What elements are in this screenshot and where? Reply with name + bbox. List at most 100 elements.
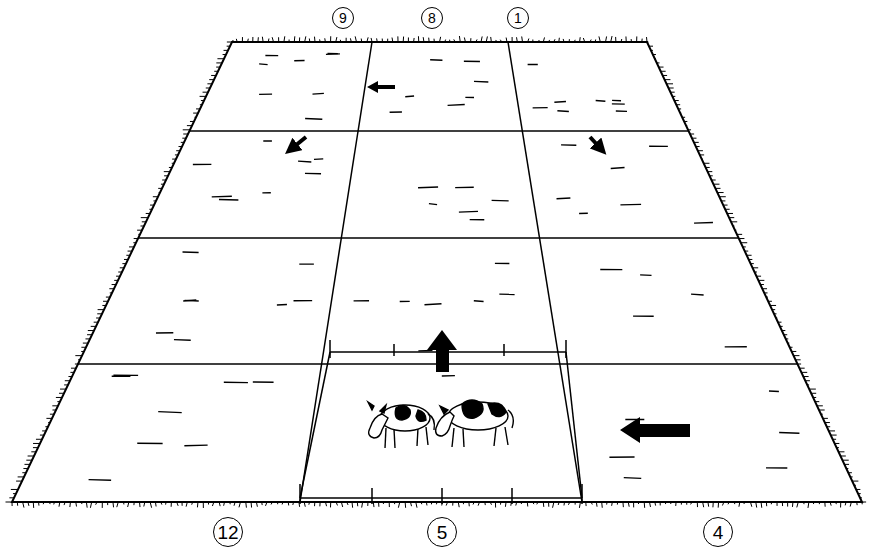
grass-edge	[747, 255, 752, 256]
grass-mark	[224, 382, 248, 384]
grass-mark	[533, 107, 548, 109]
grass-edge	[718, 502, 719, 508]
grass-mark	[89, 479, 112, 481]
grass-mark	[459, 211, 478, 213]
grass-edge	[715, 188, 720, 189]
paddock-grid	[6, 36, 867, 508]
grass-edge	[733, 226, 734, 227]
grass-edge	[85, 338, 90, 339]
grass-mark	[277, 304, 287, 306]
grass-edge	[734, 502, 735, 504]
grass-edge	[49, 502, 50, 504]
grass-edge	[324, 38, 326, 42]
grass-edge	[23, 502, 24, 508]
grazing-cows	[368, 400, 513, 448]
grass-mark	[620, 204, 641, 206]
grass-edge	[124, 259, 128, 260]
grass-edge	[649, 502, 651, 507]
grass-edge	[760, 284, 764, 285]
grass-edge	[187, 125, 192, 126]
grass-edge	[532, 40, 533, 42]
grass-edge	[16, 481, 22, 482]
grass-edge	[26, 460, 32, 461]
grass-edge	[676, 104, 680, 105]
grass-edge	[646, 37, 647, 42]
grass-edge	[38, 502, 39, 506]
grass-edge	[681, 502, 682, 505]
grass-edge	[159, 192, 160, 193]
grass-edge	[340, 40, 342, 42]
grass-edge	[397, 36, 398, 42]
grass-edge	[158, 188, 162, 189]
grass-edge	[6, 502, 12, 503]
grass-edge	[739, 238, 745, 239]
grass-edge	[444, 40, 446, 42]
grass-edge	[680, 113, 681, 114]
grass-edge	[691, 502, 692, 504]
grass-edge	[801, 372, 807, 373]
grass-edge	[277, 502, 278, 504]
grass-edge	[844, 464, 849, 465]
grass-edge	[88, 330, 94, 331]
grass-edge	[207, 83, 212, 84]
grass-mark	[499, 293, 514, 295]
grass-edge	[782, 330, 785, 331]
grass-mark	[640, 274, 651, 276]
grass-edge	[799, 368, 804, 369]
grass-edge	[811, 393, 816, 394]
grass-edge	[197, 502, 198, 507]
grass-mark	[625, 419, 644, 420]
grass-edge	[90, 502, 91, 508]
grass-edge	[309, 39, 310, 42]
grass-edge	[367, 502, 368, 506]
grass-edge	[452, 502, 453, 506]
grass-edge	[141, 217, 148, 218]
grass-edge	[703, 502, 704, 507]
grass-edge	[69, 502, 71, 507]
grass-edge	[436, 502, 438, 504]
grass-edge	[428, 38, 429, 42]
grass-edge	[611, 36, 612, 42]
grass-edge	[155, 502, 157, 506]
grass-edge	[102, 305, 106, 306]
grass-mark	[305, 118, 322, 120]
grass-edge	[292, 502, 294, 505]
grass-edge	[697, 502, 698, 507]
grass-edge	[712, 502, 713, 507]
grass-mark	[193, 164, 211, 166]
grass-edge	[569, 39, 570, 42]
grass-edge	[203, 92, 208, 93]
grass-edge	[653, 54, 656, 55]
grass-edge	[336, 37, 337, 42]
grass-edge	[193, 113, 198, 114]
grass-edge	[64, 502, 65, 505]
grass-mark	[694, 222, 713, 224]
grass-mark	[219, 199, 238, 201]
grass-edge	[481, 36, 482, 42]
grass-edge	[394, 502, 395, 504]
grass-edge	[403, 37, 404, 42]
grass-mark	[474, 81, 488, 83]
grass-edge	[161, 502, 162, 505]
grass-edge	[638, 502, 639, 504]
grass-edge	[97, 313, 102, 314]
grass-edge	[13, 493, 16, 494]
grass-edge	[341, 502, 342, 507]
grass-edge	[852, 481, 858, 482]
grass-edge	[722, 502, 723, 505]
grass-edge	[203, 502, 204, 508]
grass-edge	[825, 422, 830, 423]
grass-mark	[400, 301, 410, 303]
grass-mark	[265, 55, 278, 56]
grass-edge	[45, 426, 48, 427]
grass-edge	[52, 410, 56, 411]
grass-edge	[670, 92, 674, 93]
grass-edge	[421, 502, 423, 504]
grass-edge	[768, 301, 772, 302]
grass-edge	[272, 37, 273, 42]
grass-edge	[257, 37, 258, 42]
grass-edge	[172, 163, 174, 164]
grass-edge	[378, 502, 379, 507]
grass-edge	[150, 502, 151, 508]
